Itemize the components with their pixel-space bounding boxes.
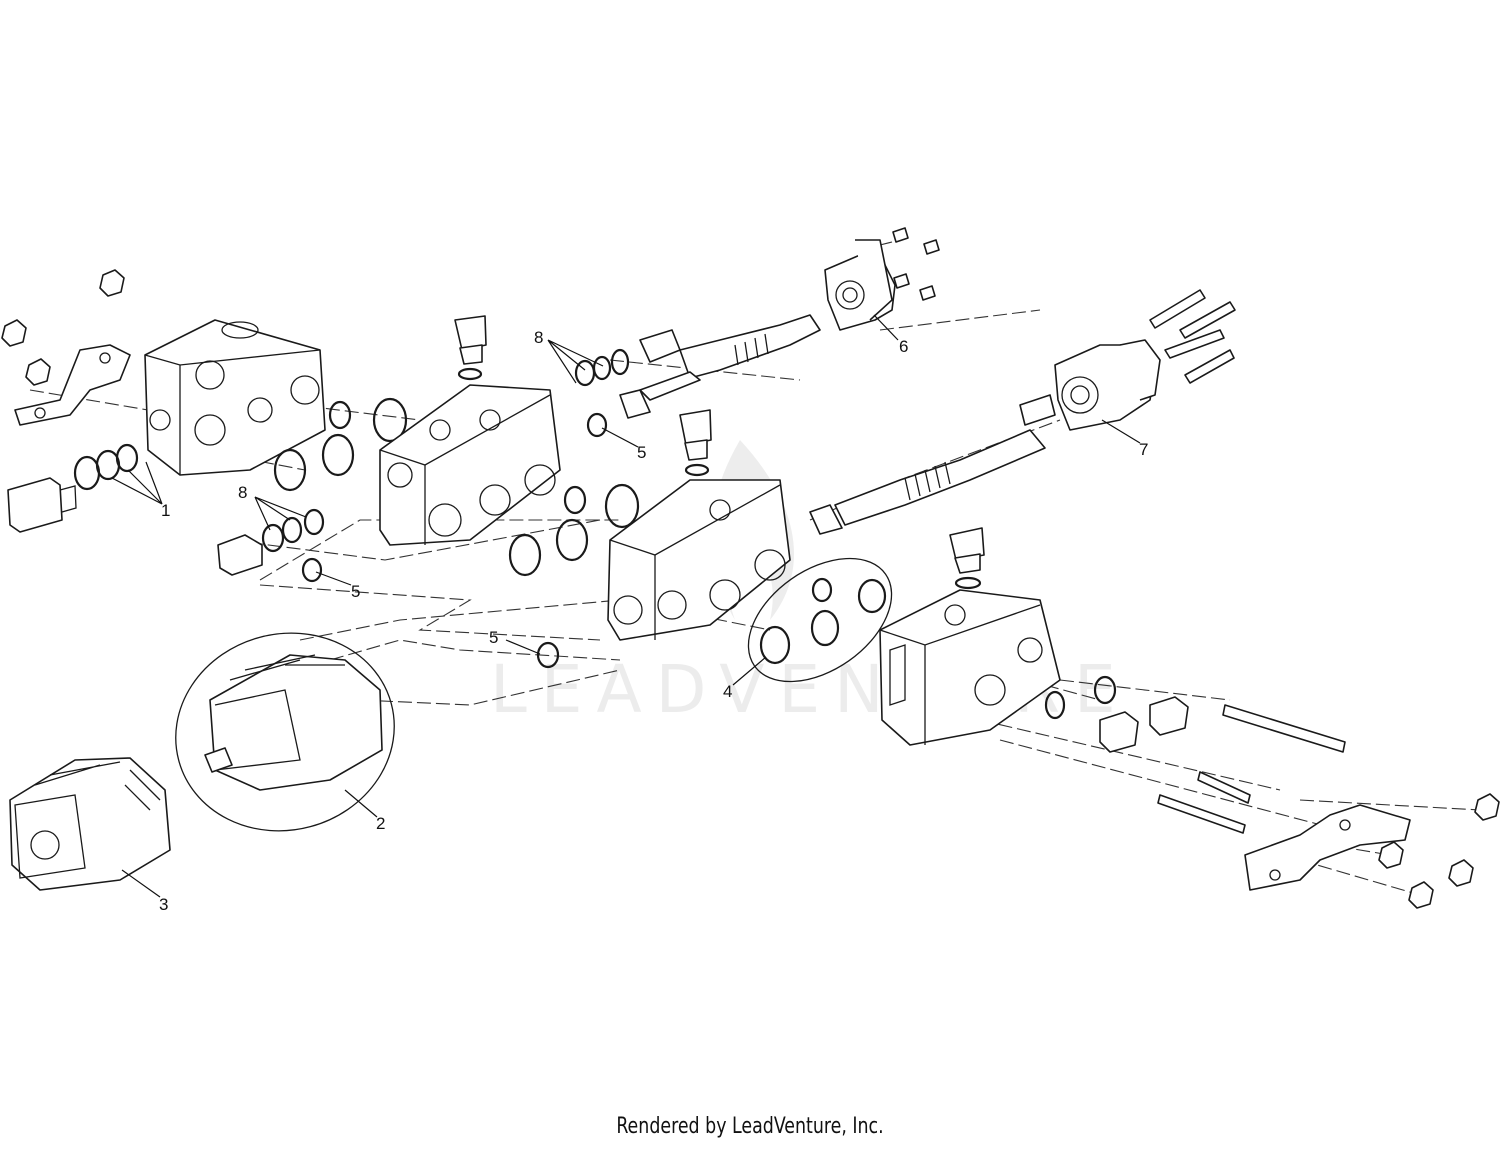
second-section-relief-plug: [679, 409, 712, 477]
right-end-fittings: [1044, 675, 1189, 753]
first-valve-section: [379, 384, 561, 546]
cap-6-screws: [892, 227, 940, 301]
lower-left-plug: [217, 534, 263, 576]
upper-spool-assembly: [619, 314, 821, 419]
footer-credit: Rendered by LeadVenture, Inc.: [616, 1114, 884, 1139]
right-end-housing: [879, 589, 1061, 746]
callout-1: 1: [161, 501, 170, 520]
callout-5-upper: 5: [637, 443, 646, 462]
left-mounting-bracket: [14, 344, 131, 426]
callout-8-upper: 8: [534, 328, 543, 347]
callout-labels: 1 2 3 4 5 5 5 6 7 8 8: [159, 328, 1148, 914]
callout-8-lower: 8: [238, 483, 247, 502]
right-mounting-bracket: [1244, 804, 1411, 891]
upper-o-rings: [574, 348, 630, 387]
callout-4: 4: [723, 682, 732, 701]
callout-leaders: [111, 314, 1141, 898]
upper-seal-ring: [586, 412, 608, 438]
cover-3: [9, 757, 171, 891]
lower-spool-assembly: [809, 394, 1056, 535]
right-end-plug: [949, 527, 985, 590]
cover-2-detail: [175, 632, 395, 832]
housing-seal-rings: [273, 397, 640, 577]
gasket-4-detail: [747, 557, 893, 683]
callout-2: 2: [376, 814, 385, 833]
callout-5-left: 5: [351, 582, 360, 601]
left-plug: [7, 477, 77, 533]
solenoid-7: [1054, 339, 1161, 431]
left-o-rings: [73, 443, 139, 491]
second-valve-section: [607, 479, 791, 641]
solenoid-7-bolts: [1149, 289, 1236, 384]
callout-6: 6: [899, 337, 908, 356]
right-hex-nuts: [1378, 793, 1500, 909]
left-hex-nuts: [1, 269, 125, 386]
callout-7: 7: [1139, 440, 1148, 459]
first-section-relief-plug: [454, 315, 487, 381]
lower-o-rings: [261, 508, 325, 553]
callout-5-lower: 5: [489, 628, 498, 647]
seal-rings-5: [301, 557, 560, 669]
spring-cap-6: [824, 239, 896, 331]
callout-3: 3: [159, 895, 168, 914]
tie-rods: [1157, 704, 1346, 834]
